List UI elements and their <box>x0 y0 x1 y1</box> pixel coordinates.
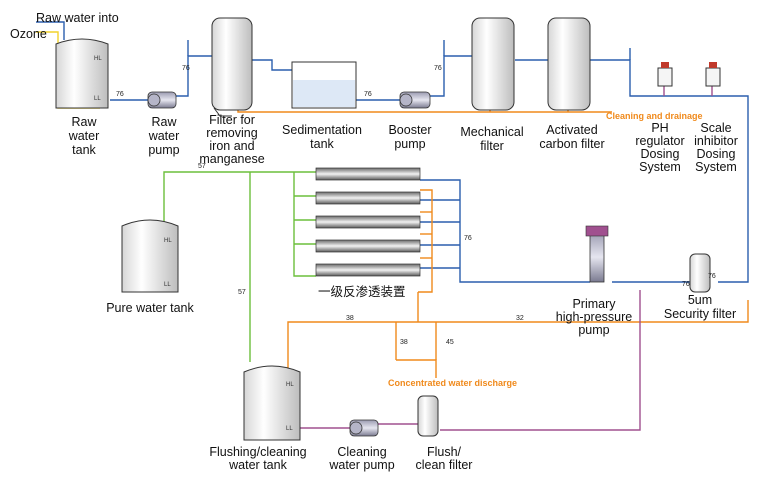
raw-water-tank: HL LL <box>55 38 109 109</box>
label-raw-water-pump-3: pump <box>148 143 179 157</box>
label-scale-4: System <box>695 160 737 174</box>
label-booster-2: pump <box>394 137 425 151</box>
label-raw-water-pump-1: Raw <box>151 115 177 129</box>
label-filter-iron-4: manganese <box>199 152 264 166</box>
raw-water-pump <box>147 91 177 109</box>
activated-carbon-filter <box>547 17 591 111</box>
label-ro-device: 一级反渗透装置 <box>318 284 406 299</box>
sedimentation-tank <box>291 61 357 109</box>
ro-membrane-array <box>315 167 421 277</box>
pure-tank-hl-mark: HL <box>164 238 172 244</box>
scale-dosing-unit <box>705 62 721 87</box>
pipe-label-76d: 76 <box>434 65 442 72</box>
pipe-label-76e: 76 <box>464 235 472 242</box>
label-primary-pump-1: Primary <box>572 297 616 311</box>
pure-tank-ll-mark: LL <box>164 282 171 288</box>
label-cleaning-pump-1: Cleaning <box>337 445 386 459</box>
label-ph-3: Dosing <box>641 147 680 161</box>
pipe-label-76g: 76 <box>708 273 716 280</box>
label-raw-water-tank-1: Raw <box>71 115 97 129</box>
flush-tank-hl-mark: HL <box>286 382 294 388</box>
label-sedimentation-2: tank <box>310 137 334 151</box>
label-flush-filter-1: Flush/ <box>427 445 462 459</box>
label-mechanical-1: Mechanical <box>460 125 523 139</box>
label-raw-water-tank-2: water <box>68 129 100 143</box>
pipe-label-76c: 76 <box>364 91 372 98</box>
label-cleaning-drainage: Cleaning and drainage <box>606 111 703 121</box>
label-carbon-2: carbon filter <box>539 137 604 151</box>
pipe-label-57b: 57 <box>238 289 246 296</box>
label-flushing-tank-1: Flushing/cleaning <box>209 445 306 459</box>
security-filter <box>689 253 711 293</box>
pipe-label-38a: 38 <box>346 315 354 322</box>
label-filter-iron-3: iron and <box>209 139 254 153</box>
pipe-label-38b: 38 <box>400 339 408 346</box>
pipe-label-76a: 76 <box>116 91 124 98</box>
label-scale-1: Scale <box>700 121 731 135</box>
label-raw-water-tank-3: tank <box>72 143 96 157</box>
label-raw-water-pump-2: water <box>148 129 180 143</box>
pipe-pump-to-iron-filter <box>176 55 212 97</box>
label-booster-1: Booster <box>388 123 431 137</box>
iron-manganese-filter <box>211 17 253 117</box>
text-labels: Raw water into Ozone Raw water tank Raw … <box>10 11 738 472</box>
label-concentrated-discharge: Concentrated water discharge <box>388 378 517 388</box>
label-cleaning-pump-2: water pump <box>328 458 394 472</box>
pipe-number-labels: 76 76 76 76 76 76 76 57 57 38 38 45 32 <box>116 65 716 346</box>
label-ph-4: System <box>639 160 681 174</box>
pure-water-tank: HL LL <box>121 219 179 293</box>
pipe-label-76b: 76 <box>182 65 190 72</box>
label-security-1: 5um <box>688 293 712 307</box>
pipe-label-32: 32 <box>516 315 524 322</box>
label-flushing-tank-2: water tank <box>228 458 287 472</box>
flush-clean-filter <box>417 395 439 437</box>
pipe-label-45: 45 <box>446 339 454 346</box>
primary-high-pressure-pump <box>585 225 609 283</box>
label-carbon-1: Activated <box>546 123 597 137</box>
label-security-2: Security filter <box>664 307 736 321</box>
pipe-label-76f: 76 <box>682 281 690 288</box>
label-raw-water-into: Raw water into <box>36 11 119 25</box>
label-filter-iron-2: removing <box>206 126 257 140</box>
ph-dosing-unit <box>657 62 673 87</box>
label-flush-filter-2: clean filter <box>416 458 473 472</box>
cleaning-water-pump <box>349 419 379 437</box>
raw-tank-hl-mark: HL <box>94 56 102 62</box>
label-ph-1: PH <box>651 121 668 135</box>
label-scale-2: inhibitor <box>694 134 738 148</box>
label-ph-2: regulator <box>635 134 684 148</box>
raw-water-inlet-pipe <box>36 21 65 40</box>
label-filter-iron-1: Filter for <box>209 113 255 127</box>
raw-tank-ll-mark: LL <box>94 96 101 102</box>
booster-pump <box>399 91 431 109</box>
flushing-water-tank: HL LL <box>243 365 301 441</box>
label-pure-water-tank: Pure water tank <box>106 301 194 315</box>
label-ozone: Ozone <box>10 27 47 41</box>
pipe-label-57a: 57 <box>198 163 206 170</box>
label-scale-3: Dosing <box>697 147 736 161</box>
pipes <box>36 21 749 431</box>
label-mechanical-2: filter <box>480 139 504 153</box>
label-primary-pump-2: high-pressure <box>556 310 632 324</box>
label-sedimentation-1: Sedimentation <box>282 123 362 137</box>
mechanical-filter <box>471 17 515 111</box>
label-primary-pump-3: pump <box>578 323 609 337</box>
flush-tank-ll-mark: LL <box>286 426 293 432</box>
